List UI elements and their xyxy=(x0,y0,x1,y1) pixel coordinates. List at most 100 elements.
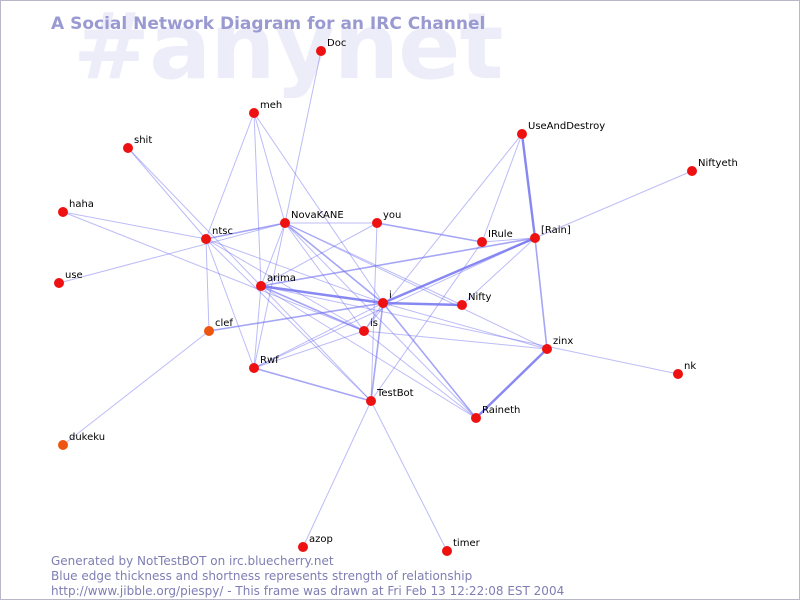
node-Rain: [Rain] xyxy=(530,225,571,243)
edge-is-zinx xyxy=(363,330,548,350)
node-dot xyxy=(378,298,388,308)
node-dot xyxy=(687,166,697,176)
edge-meh-i xyxy=(253,112,384,304)
node-label: ntsc xyxy=(212,226,233,237)
edge-UseAndDestroy-IRule xyxy=(481,133,523,243)
node-dot xyxy=(542,344,552,354)
edge-NovaKANE-Rwf xyxy=(253,222,286,369)
edge-meh-arima xyxy=(253,112,262,287)
edge-meh-NovaKANE xyxy=(253,112,286,224)
node-dukeku: dukeku xyxy=(58,432,105,450)
node-is: is xyxy=(359,318,378,336)
edge-is-Rwf xyxy=(253,330,365,369)
edge-i-Raineth xyxy=(382,302,477,419)
edge-layer xyxy=(58,50,693,552)
edge-arima-nk xyxy=(260,285,679,375)
node-clef: clef xyxy=(204,318,233,336)
node-dot xyxy=(280,218,290,228)
edge-arima-Raineth xyxy=(260,285,477,419)
edge-Rain-Nifty xyxy=(461,237,536,306)
node-use: use xyxy=(54,270,83,288)
node-label: dukeku xyxy=(69,432,105,443)
node-dot xyxy=(204,326,214,336)
node-nk: nk xyxy=(673,361,696,379)
node-label: meh xyxy=(260,100,282,111)
node-dot xyxy=(123,143,133,153)
node-label: UseAndDestroy xyxy=(528,121,605,132)
node-dot xyxy=(471,413,481,423)
node-Doc: Doc xyxy=(316,38,346,56)
footer-legend-note: Blue edge thickness and shortness repres… xyxy=(51,569,473,583)
edge-Rain-arima xyxy=(260,237,536,287)
node-label: arima xyxy=(267,273,296,284)
node-label: Raineth xyxy=(482,405,520,416)
edge-IRule-Rain xyxy=(481,237,536,243)
node-dot xyxy=(517,129,527,139)
node-ntsc: ntsc xyxy=(201,226,233,244)
node-label: Doc xyxy=(327,38,346,49)
node-dot xyxy=(249,363,259,373)
node-dot xyxy=(530,233,540,243)
footer-generated-by: Generated by NotTestBOT on irc.bluecherr… xyxy=(51,554,334,568)
edge-i-clef xyxy=(208,302,384,332)
node-TestBot: TestBot xyxy=(366,388,414,406)
node-NovaKANE: NovaKANE xyxy=(280,210,344,228)
node-Raineth: Raineth xyxy=(471,405,520,423)
node-zinx: zinx xyxy=(542,336,573,354)
diagram-title: A Social Network Diagram for an IRC Chan… xyxy=(51,14,486,34)
edge-Doc-NovaKANE xyxy=(284,50,322,224)
node-dot xyxy=(673,369,683,379)
node-dot xyxy=(249,108,259,118)
edge-NovaKANE-is xyxy=(284,222,365,332)
edge-i-Nifty xyxy=(382,301,463,307)
edge-clef-dukeku xyxy=(62,330,210,446)
node-meh: meh xyxy=(249,100,282,118)
node-dot xyxy=(316,46,326,56)
node-label: timer xyxy=(453,538,481,549)
edge-ntsc-i xyxy=(205,238,384,304)
node-dot xyxy=(58,440,68,450)
edge-zinx-Raineth xyxy=(475,348,548,419)
edge-i-TestBot xyxy=(370,302,384,402)
edge-TestBot-azop xyxy=(302,400,372,548)
node-haha: haha xyxy=(58,199,94,217)
edge-is-Raineth xyxy=(363,330,477,419)
node-timer: timer xyxy=(442,538,481,556)
node-label: [Rain] xyxy=(541,225,571,236)
node-dot xyxy=(372,218,382,228)
node-label: IRule xyxy=(488,229,513,240)
edge-Rwf-TestBot xyxy=(253,367,372,402)
edge-you-arima xyxy=(260,222,378,287)
edge-arima-is xyxy=(260,285,365,332)
edge-UseAndDestroy-is xyxy=(363,133,523,332)
node-label: Rwf xyxy=(260,355,279,366)
edge-i-Rwf xyxy=(253,302,384,369)
edge-UseAndDestroy-Rain xyxy=(520,133,537,239)
edge-i-zinx xyxy=(382,302,548,350)
node-label: use xyxy=(65,270,83,281)
edge-TestBot-timer xyxy=(370,400,448,552)
node-dot xyxy=(477,237,487,247)
edge-use-NovaKANE xyxy=(58,222,286,284)
node-label: clef xyxy=(215,318,233,329)
edge-Rain-zinx xyxy=(534,237,548,350)
edge-shit-arima xyxy=(127,147,262,287)
edge-NovaKANE-i xyxy=(284,222,384,304)
node-dot xyxy=(366,396,376,406)
edge-i-is xyxy=(363,302,384,332)
node-dot xyxy=(58,207,68,217)
node-label: Nifty xyxy=(468,292,492,303)
node-UseAndDestroy: UseAndDestroy xyxy=(517,121,605,139)
node-Nifty: Nifty xyxy=(457,292,492,310)
edge-you-IRule xyxy=(376,222,483,243)
footer-timestamp: http://www.jibble.org/piespy/ - This fra… xyxy=(51,584,565,598)
edge-arima-i xyxy=(260,284,384,305)
node-label: is xyxy=(370,318,378,329)
edge-ntsc-NovaKANE xyxy=(205,222,286,240)
node-dot xyxy=(256,281,266,291)
node-you: you xyxy=(372,210,401,228)
node-dot xyxy=(201,234,211,244)
